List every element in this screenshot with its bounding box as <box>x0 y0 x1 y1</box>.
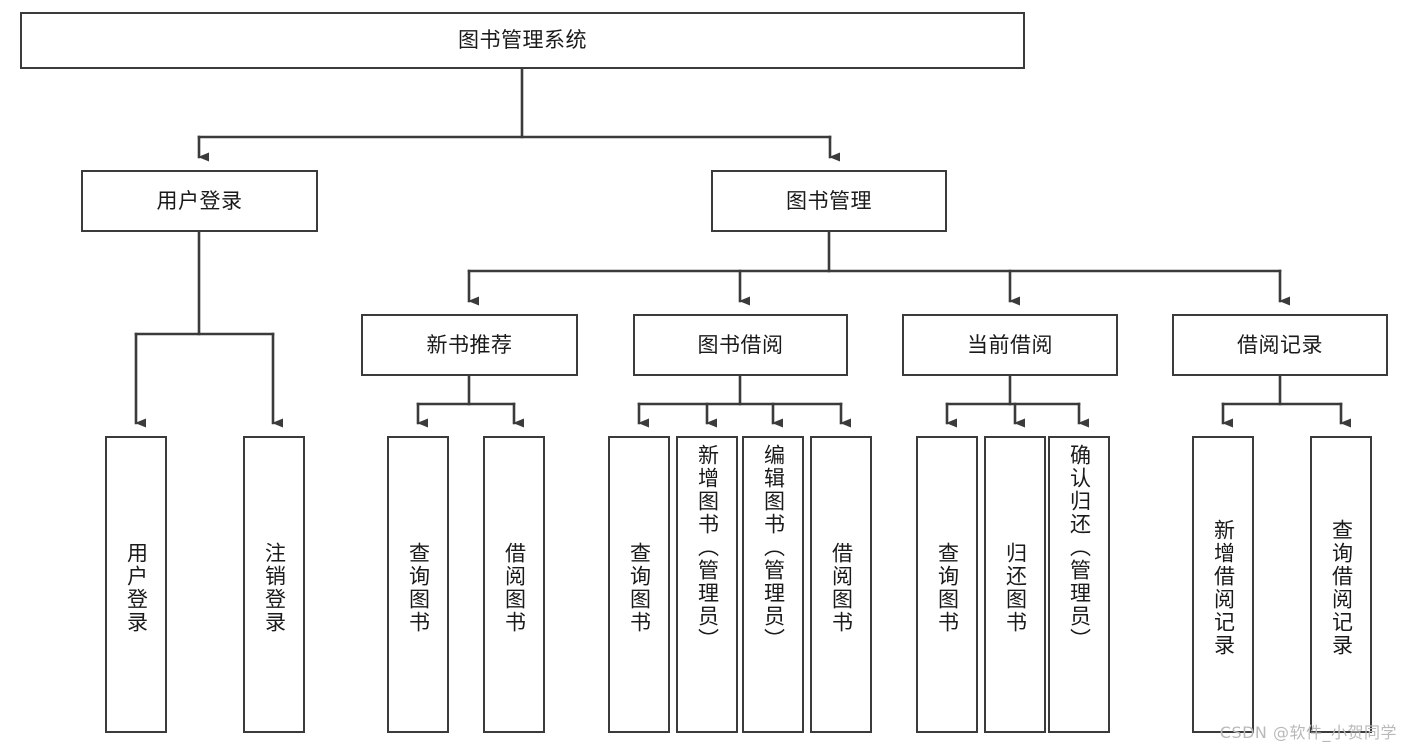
node-leaf-user-login-label: 用户登录 <box>124 541 149 634</box>
node-leaf-borrow-book-1[interactable]: 借阅图书 <box>483 436 545 733</box>
node-leaf-borrow-book-2-label: 借阅图书 <box>829 541 854 634</box>
node-current-borrow-label: 当前借阅 <box>967 332 1053 357</box>
node-leaf-add-book[interactable]: 新增图书（管理员） <box>676 436 738 733</box>
node-book-manage[interactable]: 图书管理 <box>711 170 947 232</box>
node-leaf-borrow-book-2[interactable]: 借阅图书 <box>810 436 872 733</box>
node-leaf-add-record[interactable]: 新增借阅记录 <box>1192 436 1254 733</box>
node-leaf-query-book-3-label: 查询图书 <box>935 541 960 634</box>
node-root-label: 图书管理系统 <box>458 28 587 53</box>
node-root[interactable]: 图书管理系统 <box>20 12 1025 69</box>
node-current-borrow[interactable]: 当前借阅 <box>902 314 1118 376</box>
node-leaf-confirm-return[interactable]: 确认归还（管理员） <box>1048 436 1110 733</box>
node-leaf-query-book-1-label: 查询图书 <box>406 541 431 634</box>
node-leaf-edit-book[interactable]: 编辑图书（管理员） <box>742 436 804 733</box>
node-leaf-query-record-label: 查询借阅记录 <box>1329 518 1354 657</box>
node-leaf-edit-book-label: 编辑图书（管理员） <box>761 444 786 651</box>
node-leaf-query-book-3[interactable]: 查询图书 <box>916 436 978 733</box>
node-book-borrow[interactable]: 图书借阅 <box>633 314 848 376</box>
node-leaf-query-record[interactable]: 查询借阅记录 <box>1310 436 1372 733</box>
node-leaf-user-logout[interactable]: 注销登录 <box>243 436 305 733</box>
node-user-login[interactable]: 用户登录 <box>81 170 318 232</box>
node-leaf-query-book-2[interactable]: 查询图书 <box>608 436 670 733</box>
node-borrow-record[interactable]: 借阅记录 <box>1172 314 1388 376</box>
node-leaf-borrow-book-1-label: 借阅图书 <box>502 541 527 634</box>
node-leaf-return-book-label: 归还图书 <box>1003 541 1028 634</box>
watermark: CSDN @软件_小贺同学 <box>1219 723 1397 742</box>
node-leaf-confirm-return-label: 确认归还（管理员） <box>1067 444 1092 651</box>
node-leaf-query-book-2-label: 查询图书 <box>627 541 652 634</box>
node-borrow-record-label: 借阅记录 <box>1237 332 1323 357</box>
node-leaf-add-book-label: 新增图书（管理员） <box>695 444 720 651</box>
node-book-manage-label: 图书管理 <box>786 188 872 213</box>
node-leaf-return-book[interactable]: 归还图书 <box>984 436 1046 733</box>
node-leaf-add-record-label: 新增借阅记录 <box>1211 518 1236 657</box>
node-leaf-user-logout-label: 注销登录 <box>262 541 287 634</box>
node-new-book-rec-label: 新书推荐 <box>426 332 513 357</box>
node-new-book-rec[interactable]: 新书推荐 <box>361 314 578 376</box>
node-user-login-label: 用户登录 <box>156 188 243 213</box>
node-leaf-query-book-1[interactable]: 查询图书 <box>387 436 449 733</box>
node-book-borrow-label: 图书借阅 <box>697 332 784 357</box>
node-leaf-user-login[interactable]: 用户登录 <box>105 436 167 733</box>
